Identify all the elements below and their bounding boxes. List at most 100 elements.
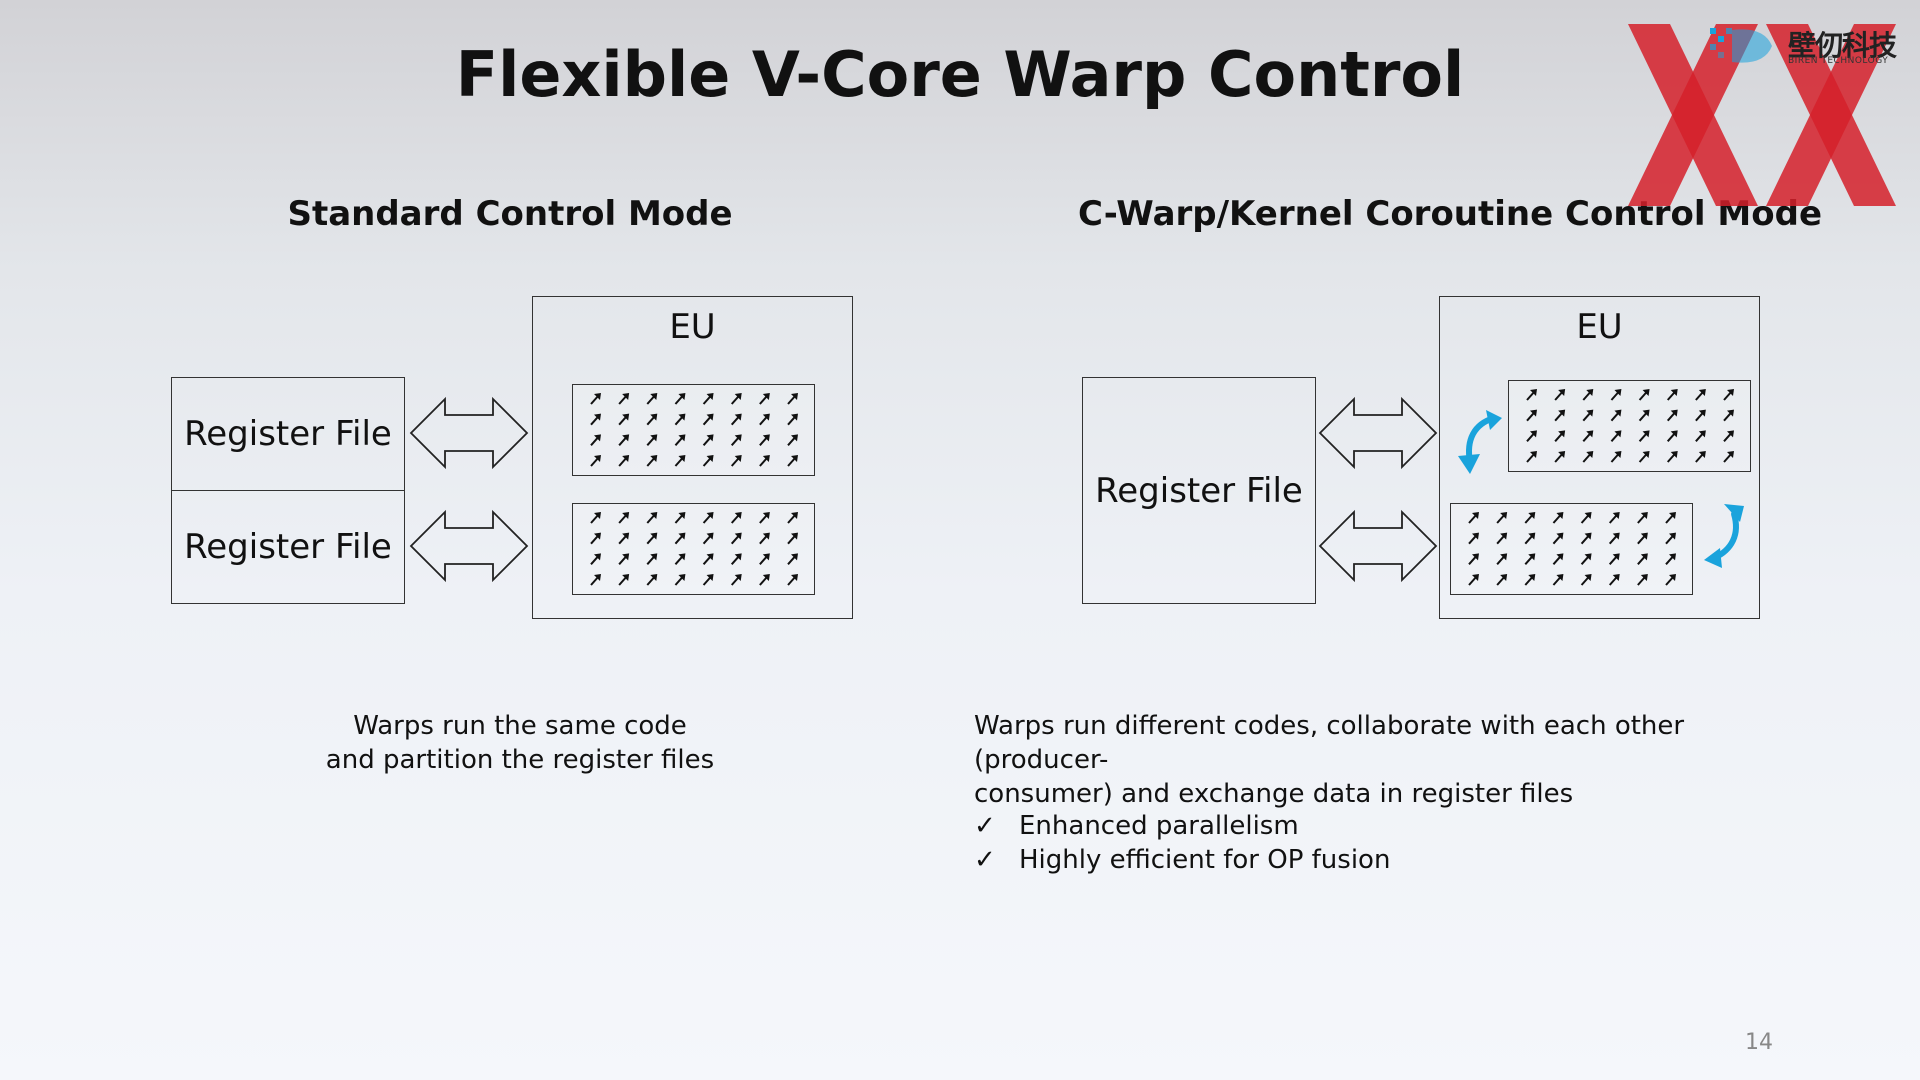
- warp-thread-arrow-icon: [702, 434, 714, 446]
- warp-thread-arrow-icon: [1468, 532, 1479, 545]
- list-item: ✓ Highly efficient for OP fusion: [974, 843, 1390, 877]
- warp-thread-arrow-icon: [618, 393, 630, 405]
- warp-thread-arrow-icon: [1552, 512, 1564, 524]
- warp-thread-arrow-icon: [1723, 389, 1734, 401]
- warp-thread-arrow-icon: [1582, 451, 1594, 463]
- warp-thread-arrow-icon: [1695, 451, 1706, 463]
- warp-thread-arrow-icon: [1526, 430, 1537, 442]
- warp-thread-arrow-icon: [1552, 574, 1564, 586]
- warp-thread-arrow-icon: [590, 434, 601, 446]
- warp-thread-arrow-icon: [1610, 451, 1622, 463]
- warp-thread-arrow-icon: [1666, 409, 1678, 422]
- warp-thread-arrow-icon: [646, 574, 658, 586]
- warp-thread-arrow-icon: [1610, 409, 1622, 422]
- warp-thread-arrow-icon: [1723, 430, 1734, 442]
- warp-thread-arrow-icon: [1608, 532, 1620, 545]
- warp-thread-arrow-icon: [590, 512, 601, 524]
- warp-thread-arrow-icon: [618, 413, 630, 426]
- warp-thread-arrow-icon: [590, 553, 601, 565]
- double-arrow-icon: [1318, 509, 1438, 583]
- right-eu-box: EU: [1439, 296, 1760, 619]
- check-icon: ✓: [974, 845, 996, 875]
- warp-thread-arrow-icon: [702, 413, 714, 426]
- warp-thread-arrow-icon: [1666, 430, 1678, 442]
- warp-thread-arrow-icon: [618, 553, 630, 565]
- warp-thread-arrow-icon: [590, 455, 601, 467]
- warp-thread-arrow-icon: [730, 413, 742, 426]
- warp-threads: [590, 393, 798, 467]
- warp-thread-arrow-icon: [730, 512, 742, 524]
- benefit-text: Highly efficient for OP fusion: [1019, 845, 1391, 875]
- warp-thread-arrow-icon: [1666, 389, 1678, 401]
- warp-thread-arrow-icon: [1524, 512, 1536, 524]
- register-file-1: Register File: [172, 378, 404, 491]
- warp-thread-arrow-icon: [1608, 574, 1620, 586]
- warp-thread-arrow-icon: [1552, 532, 1564, 545]
- double-arrow-icon: [409, 396, 529, 470]
- right-caption: Warps run different codes, collaborate w…: [974, 709, 1794, 811]
- warp-thread-arrow-icon: [674, 393, 686, 405]
- register-file-2: Register File: [184, 527, 392, 567]
- right-heading: C-Warp/Kernel Coroutine Control Mode: [1077, 194, 1823, 234]
- caption-line: consumer) and exchange data in register …: [974, 779, 1574, 809]
- warp-thread-arrow-icon: [1554, 389, 1566, 401]
- warp-thread-arrow-icon: [702, 532, 714, 545]
- warp-thread-arrow-icon: [618, 512, 630, 524]
- curved-arrow-icon: [1458, 410, 1502, 474]
- left-caption: Warps run the same code and partition th…: [300, 709, 740, 777]
- warp-thread-arrow-icon: [759, 512, 770, 524]
- warp-thread-arrow-icon: [646, 553, 658, 565]
- warp-thread-arrow-icon: [702, 455, 714, 467]
- double-arrow-icon: [1318, 396, 1438, 470]
- warp-thread-arrow-icon: [674, 455, 686, 467]
- warp-thread-arrow-icon: [702, 574, 714, 586]
- warp-thread-arrow-icon: [1554, 409, 1566, 422]
- warp-thread-arrow-icon: [1582, 430, 1594, 442]
- warp-thread-arrow-icon: [590, 393, 601, 405]
- warp-group: [572, 503, 815, 595]
- warp-thread-arrow-icon: [646, 434, 658, 446]
- warp-thread-arrow-icon: [1554, 451, 1566, 463]
- warp-thread-arrow-icon: [1637, 532, 1648, 545]
- curved-arrow-icon: [1704, 504, 1744, 568]
- warp-thread-arrow-icon: [1554, 430, 1566, 442]
- warp-thread-arrow-icon: [1496, 532, 1508, 545]
- warp-thread-arrow-icon: [1552, 553, 1564, 565]
- warp-thread-arrow-icon: [759, 574, 770, 586]
- warp-thread-arrow-icon: [1665, 553, 1676, 565]
- warp-thread-arrow-icon: [674, 413, 686, 426]
- warp-thread-arrow-icon: [1637, 553, 1648, 565]
- warp-thread-arrow-icon: [787, 574, 798, 586]
- warp-thread-arrow-icon: [759, 553, 770, 565]
- warp-thread-arrow-icon: [1468, 574, 1479, 586]
- warp-thread-arrow-icon: [730, 574, 742, 586]
- warp-thread-arrow-icon: [1580, 553, 1592, 565]
- warp-thread-arrow-icon: [618, 574, 630, 586]
- left-register-file-stack: Register File Register File: [171, 377, 405, 604]
- warp-thread-arrow-icon: [702, 512, 714, 524]
- warp-thread-arrow-icon: [702, 393, 714, 405]
- warp-thread-arrow-icon: [787, 393, 798, 405]
- warp-thread-arrow-icon: [646, 393, 658, 405]
- warp-thread-arrow-icon: [759, 434, 770, 446]
- warp-thread-arrow-icon: [1496, 574, 1508, 586]
- warp-thread-arrow-icon: [646, 413, 658, 426]
- warp-thread-arrow-icon: [1610, 430, 1622, 442]
- warp-thread-arrow-icon: [759, 413, 770, 426]
- warp-thread-arrow-icon: [1666, 451, 1678, 463]
- caption-line: and partition the register files: [325, 745, 715, 775]
- warp-thread-arrow-icon: [787, 553, 798, 565]
- warp-thread-arrow-icon: [1580, 532, 1592, 545]
- warp-thread-arrow-icon: [1638, 451, 1650, 463]
- warp-thread-arrow-icon: [787, 512, 798, 524]
- warp-thread-arrow-icon: [730, 393, 742, 405]
- warp-thread-arrow-icon: [674, 434, 686, 446]
- warp-thread-arrow-icon: [1665, 574, 1676, 586]
- warp-group: [1450, 503, 1693, 595]
- warp-thread-arrow-icon: [787, 455, 798, 467]
- page-number: 14: [1745, 1030, 1773, 1055]
- logo-subtext: BIREN TECHNOLOGY: [1788, 56, 1889, 66]
- warp-thread-arrow-icon: [590, 532, 601, 545]
- warp-thread-arrow-icon: [646, 512, 658, 524]
- warp-thread-arrow-icon: [646, 455, 658, 467]
